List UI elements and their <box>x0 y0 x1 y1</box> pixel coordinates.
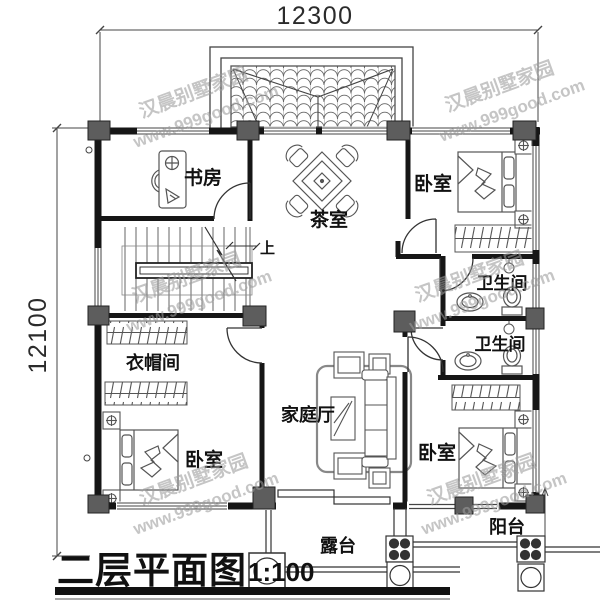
stairs-up-label: 上 <box>260 240 275 257</box>
window-study-top <box>137 126 209 136</box>
title-underline <box>55 587 450 595</box>
staircase <box>121 226 261 311</box>
door-bathroom-upper <box>439 257 474 292</box>
door-cloakroom <box>226 327 263 364</box>
window-porch-left <box>264 126 316 136</box>
door-bedroom-top-right <box>401 218 437 254</box>
label-bedroom-bottom-left: 卧室 <box>185 448 223 471</box>
window-bedroom-right-wall <box>531 146 541 250</box>
terrace-post <box>386 561 414 590</box>
window-bathroom-upper <box>531 264 541 312</box>
window-bedroom-bottom-left <box>116 501 228 511</box>
wall-tie-markers <box>83 146 549 536</box>
label-tea-room: 茶室 <box>310 208 348 231</box>
windows <box>93 126 541 512</box>
study-furniture <box>151 150 187 209</box>
dimension-top <box>95 25 543 122</box>
family-hall-furniture <box>315 351 413 489</box>
tea-table-set <box>281 140 363 222</box>
door-study <box>213 182 251 220</box>
label-family-hall: 家庭厅 <box>281 404 335 425</box>
bedroom-bottom-right-furniture <box>451 384 533 502</box>
label-bathroom-upper: 卫生间 <box>477 273 528 293</box>
terrace-sliding-door <box>276 489 393 512</box>
label-bedroom-top-right: 卧室 <box>414 172 452 195</box>
door-bedroom-bottom-right <box>407 336 444 373</box>
structural-columns <box>87 120 545 515</box>
window-porch-right <box>322 126 387 136</box>
label-bathroom-lower: 卫生间 <box>475 334 526 354</box>
drawing-scale: 1:100 <box>248 557 315 587</box>
porch-roof <box>209 46 414 130</box>
balcony-sliding-window <box>407 501 499 511</box>
window-stair-left <box>93 248 103 306</box>
doors <box>213 182 474 373</box>
terrace-post <box>248 552 286 590</box>
title-block: 二层平面图 1:100 <box>55 550 450 600</box>
window-bedroom-top-right <box>412 126 510 136</box>
drawing-title: 二层平面图 <box>57 550 247 591</box>
bathroom-lower-fixtures <box>454 319 523 375</box>
title-underline-secondary <box>55 598 450 600</box>
bedroom-top-right-furniture <box>454 136 538 253</box>
label-terrace: 露台 <box>320 535 356 556</box>
terrace-balcony <box>248 508 600 592</box>
balcony-post <box>517 563 545 592</box>
label-balcony: 阳台 <box>489 516 525 537</box>
label-cloakroom: 衣帽间 <box>126 352 180 373</box>
cloakroom-furniture <box>104 320 188 406</box>
dimension-left-value: 12100 <box>24 296 52 373</box>
window-bathroom-lower <box>531 328 541 374</box>
window-bedroom-bottom-right-wall <box>531 410 541 492</box>
bathroom-upper-fixtures <box>456 258 523 316</box>
dimension-top-value: 12300 <box>276 2 353 30</box>
door-bathroom-lower <box>410 327 444 361</box>
dimension-left <box>52 123 92 561</box>
label-study: 书房 <box>184 166 222 189</box>
label-bedroom-bottom-right: 卧室 <box>418 441 456 464</box>
